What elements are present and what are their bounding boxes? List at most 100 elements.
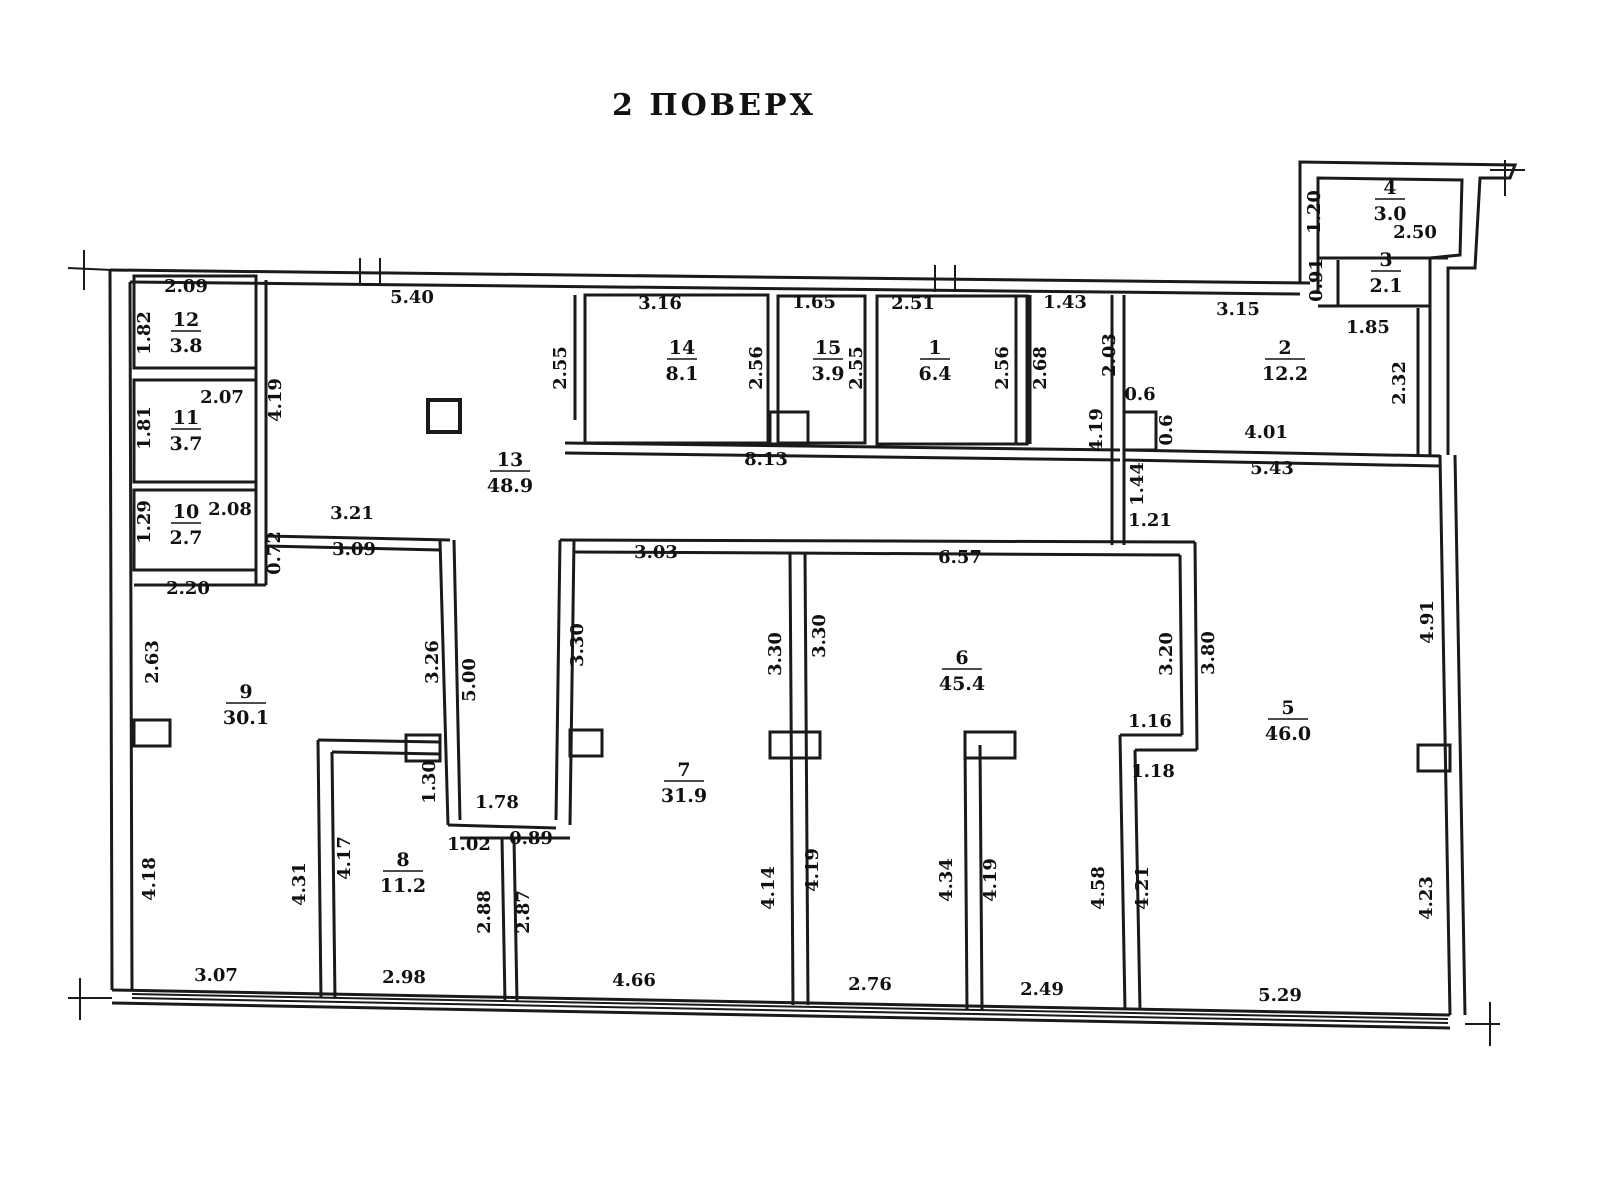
dimension-label: 4.19 <box>980 858 1001 902</box>
dimension-label: 0.6 <box>1156 414 1177 445</box>
dimension-label: 4.23 <box>1416 876 1437 920</box>
dimension-label: 2.20 <box>166 578 210 599</box>
dimension-label: 2.68 <box>1030 346 1051 390</box>
room-15-label: 153.9 <box>811 337 844 385</box>
dimension-label: 2.98 <box>382 967 426 988</box>
dimension-label: 1.21 <box>1128 510 1172 531</box>
room-14-label: 148.1 <box>665 337 698 385</box>
room-10-label: 102.7 <box>169 501 202 549</box>
room-number: 10 <box>173 501 199 523</box>
dimension-label: 3.30 <box>809 614 830 658</box>
room-number: 14 <box>669 337 695 359</box>
dimension-labels: 2.091.822.071.812.081.292.200.724.195.40… <box>134 190 1438 1006</box>
dimension-label: 1.20 <box>1304 190 1325 234</box>
axis-ticks <box>67 160 1525 1046</box>
dimension-label: 0.89 <box>509 828 553 849</box>
floor-title: 2 ПОВЕРХ <box>612 88 816 123</box>
dimension-label: 4.19 <box>802 848 823 892</box>
dimension-label: 2.08 <box>208 499 252 520</box>
dimension-label: 5.40 <box>390 287 434 308</box>
room-8-label: 811.2 <box>380 849 426 897</box>
dimension-label: 1.78 <box>475 792 519 813</box>
dimension-label: 3.15 <box>1216 299 1260 320</box>
room-area: 3.8 <box>169 335 202 357</box>
room-area: 30.1 <box>223 707 269 729</box>
dimension-label: 4.31 <box>289 862 310 906</box>
room-area: 3.9 <box>811 363 844 385</box>
dimension-label: 1.65 <box>792 292 836 313</box>
room-area: 2.7 <box>169 527 202 549</box>
room-4-label: 43.0 <box>1373 177 1406 225</box>
dimension-label: 1.18 <box>1131 761 1175 782</box>
dimension-label: 2.32 <box>1389 361 1410 405</box>
room-number: 15 <box>815 337 841 359</box>
dimension-label: 2.87 <box>513 890 534 934</box>
dimension-label: 3.20 <box>1156 632 1177 676</box>
room-7-label: 731.9 <box>661 759 707 807</box>
room-area: 2.1 <box>1369 275 1402 297</box>
dimension-label: 2.56 <box>992 346 1013 390</box>
dimension-label: 3.16 <box>638 293 682 314</box>
dimension-label: 1.85 <box>1346 317 1390 338</box>
dimension-label: 2.56 <box>746 346 767 390</box>
room-area: 45.4 <box>939 673 985 695</box>
room-number: 9 <box>239 681 252 703</box>
dimension-label: 2.09 <box>164 276 208 297</box>
room-5-label: 546.0 <box>1265 697 1311 745</box>
dimension-label: 4.91 <box>1417 600 1438 644</box>
dimension-label: 1.30 <box>419 760 440 804</box>
dimension-label: 3.26 <box>422 640 443 684</box>
room-3-label: 32.1 <box>1369 249 1402 297</box>
dimension-label: 3.03 <box>634 542 678 563</box>
dimension-label: 2.07 <box>200 387 244 408</box>
room-area: 11.2 <box>380 875 426 897</box>
dimension-label: 2.88 <box>474 890 495 934</box>
room-area: 3.0 <box>1373 203 1406 225</box>
room-number: 4 <box>1383 177 1396 199</box>
room-area: 31.9 <box>661 785 707 807</box>
dimension-label: 4.21 <box>1132 866 1153 910</box>
dimension-label: 1.43 <box>1043 292 1087 313</box>
dimension-label: 6.57 <box>938 547 982 568</box>
dimension-label: 1.16 <box>1128 711 1172 732</box>
dimension-label: 3.09 <box>332 539 376 560</box>
dimension-label: 1.44 <box>1127 462 1148 506</box>
room-area: 48.9 <box>487 475 533 497</box>
dimension-label: 2.03 <box>1099 333 1120 377</box>
dimension-label: 1.82 <box>134 311 155 355</box>
dimension-label: 3.07 <box>194 965 238 986</box>
dimension-label: 3.80 <box>1198 631 1219 675</box>
dimension-label: 0.91 <box>1306 258 1327 302</box>
dimension-label: 2.55 <box>550 346 571 390</box>
room-area: 6.4 <box>918 363 951 385</box>
dimension-label: 4.18 <box>139 857 160 901</box>
dimension-label: 4.19 <box>265 378 286 422</box>
window-glazing <box>131 993 1449 1024</box>
room-number: 8 <box>396 849 409 871</box>
dimension-label: 8.13 <box>744 449 788 470</box>
dimension-label: 4.01 <box>1244 422 1288 443</box>
dimension-label: 4.34 <box>936 858 957 902</box>
room-number: 5 <box>1281 697 1294 719</box>
dimension-label: 0.6 <box>1124 384 1155 405</box>
dimension-label: 1.29 <box>134 500 155 544</box>
room-area: 12.2 <box>1262 363 1308 385</box>
room-area: 46.0 <box>1265 723 1311 745</box>
dimension-label: 3.30 <box>567 623 588 667</box>
room-11-label: 113.7 <box>169 407 202 455</box>
room-labels: 16.4212.232.143.0546.0645.4731.9811.2930… <box>169 177 1406 897</box>
dimension-label: 4.17 <box>334 836 355 880</box>
dimension-label: 0.72 <box>264 531 285 575</box>
dimension-label: 4.66 <box>612 970 656 991</box>
room-area: 8.1 <box>665 363 698 385</box>
room-number: 2 <box>1278 337 1291 359</box>
room-number: 7 <box>677 759 690 781</box>
dimension-label: 4.58 <box>1088 866 1109 910</box>
dimension-label: 2.63 <box>142 640 163 684</box>
room-area: 3.7 <box>169 433 202 455</box>
dimension-label: 5.00 <box>459 658 480 702</box>
dimension-label: 5.43 <box>1250 458 1294 479</box>
room-number: 6 <box>955 647 968 669</box>
